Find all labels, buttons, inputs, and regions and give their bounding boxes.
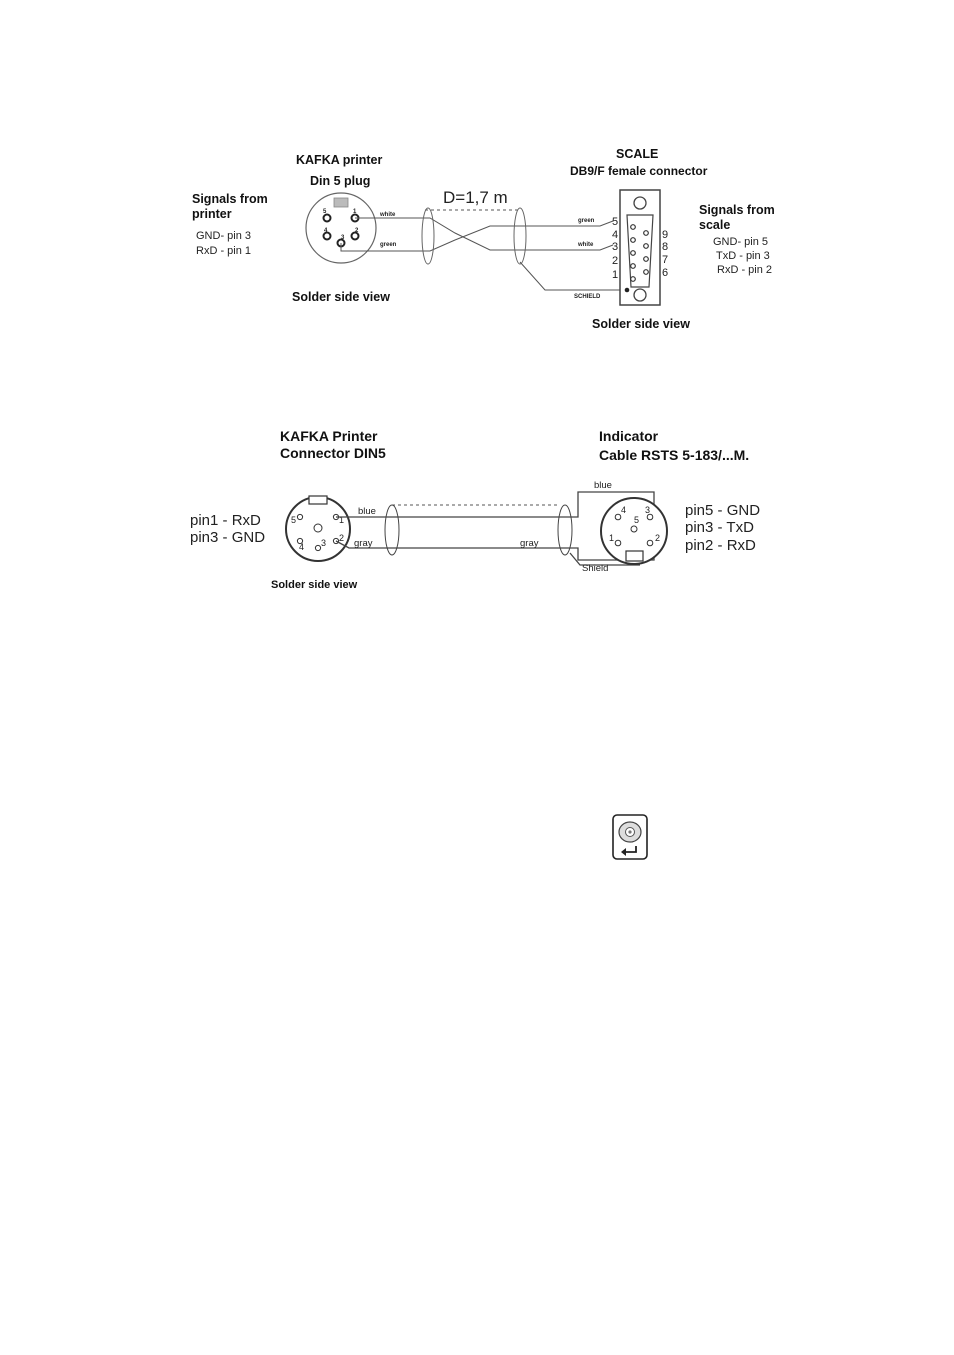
printer2-title-line2: Connector DIN5 (280, 445, 386, 461)
diagram-kafka-to-indicator: KAFKA Printer Connector DIN5 Indicator C… (190, 428, 760, 591)
wire-green (340, 220, 614, 252)
wire-label-white-left: white (379, 212, 396, 218)
db9-pin-label: 4 (612, 229, 618, 241)
printer-title: KAFKA printer (296, 153, 382, 167)
scale-title: SCALE (616, 147, 658, 161)
db9-pin-label: 1 (612, 269, 618, 281)
din5-left-connector: 5 1 4 3 2 (285, 495, 351, 562)
diagram-kafka-to-scale: KAFKA printer Din 5 plug Signals from pr… (192, 147, 775, 331)
din-left-pin-label: 2 (339, 533, 344, 543)
db9-female-connector: 5 4 3 2 1 9 8 7 6 (612, 189, 668, 306)
indicator-title-line2: Cable RSTS 5-183/...M. (599, 447, 749, 463)
printer-signal-gnd: GND- pin 3 (196, 230, 251, 242)
din-left-pin-label: 3 (321, 538, 326, 548)
din5-plug-connector: 5 1 4 2 3 (305, 192, 377, 264)
indicator-pin5: pin5 - GND (685, 502, 760, 519)
din-pin-label: 3 (341, 235, 345, 241)
scale-subtitle: DB9/F female connector (570, 164, 708, 178)
scale-signal-txd: TxD - pin 3 (716, 250, 770, 262)
wire-label-green-right: green (578, 218, 595, 224)
wire-gray (335, 540, 655, 561)
wire-label-blue-right: blue (594, 480, 612, 491)
db9-pin-label: 3 (612, 241, 618, 253)
din-left-pin-label: 5 (291, 515, 296, 525)
scale-solder-view: Solder side view (592, 317, 690, 331)
din-pin-label: 2 (355, 228, 359, 234)
print-enter-key-icon (612, 814, 648, 860)
din-pin-label: 5 (323, 209, 327, 215)
wire-label-shield: Shield (582, 563, 608, 574)
db9-pin-label: 8 (662, 241, 668, 253)
printer2-pin1: pin1 - RxD (190, 512, 261, 529)
db9-pin-label: 6 (662, 267, 668, 279)
indicator-pin2: pin2 - RxD (685, 537, 756, 554)
db9-pin-label: 2 (612, 255, 618, 267)
printer-subtitle: Din 5 plug (310, 174, 370, 188)
signals-from-scale-line1: Signals from (699, 203, 775, 217)
cable-ring-right (557, 504, 573, 556)
cable-ring-right (513, 207, 527, 265)
wire-label-blue-left: blue (358, 506, 376, 517)
wire-blue (336, 491, 655, 518)
indicator-title-line1: Indicator (599, 428, 659, 444)
wire-label-shield: SCHIELD (574, 294, 601, 300)
printer2-title-line1: KAFKA Printer (280, 428, 378, 444)
din-pin-label: 4 (324, 228, 328, 234)
din5-right-connector: 4 3 5 1 2 (600, 497, 668, 565)
cable-ring-left (384, 504, 400, 556)
printer2-pin3: pin3 - GND (190, 529, 265, 546)
wire-label-white-right: white (577, 242, 594, 248)
wire-shield (519, 261, 626, 291)
cable-length: D=1,7 m (443, 188, 508, 207)
wire-shield (569, 552, 640, 566)
wire-label-gray-right: gray (520, 538, 539, 549)
cable-ring-left (421, 207, 435, 265)
db9-pin-label: 5 (612, 216, 618, 228)
din-right-pin-label: 2 (655, 533, 660, 543)
scale-signal-rxd: RxD - pin 2 (717, 264, 772, 276)
signals-from-printer-line2: printer (192, 207, 232, 221)
printer-signal-rxd: RxD - pin 1 (196, 245, 251, 257)
din-right-pin-label: 1 (609, 533, 614, 543)
indicator-pin3: pin3 - TxD (685, 519, 754, 536)
wire-label-gray-left: gray (354, 538, 373, 549)
scale-signal-gnd: GND- pin 5 (713, 236, 768, 248)
wire-label-green-left: green (380, 242, 397, 248)
din-right-pin-label: 4 (621, 505, 626, 515)
din-right-pin-label: 3 (645, 505, 650, 515)
wire-white (355, 217, 614, 251)
din-left-pin-label: 4 (299, 542, 304, 552)
din-left-pin-label: 1 (339, 515, 344, 525)
printer2-solder-view: Solder side view (271, 579, 358, 591)
db9-pin-label: 7 (662, 254, 668, 266)
db9-pin-label: 9 (662, 229, 668, 241)
signals-from-scale-line2: scale (699, 218, 730, 232)
printer-solder-view: Solder side view (292, 290, 390, 304)
signals-from-printer-line1: Signals from (192, 192, 268, 206)
din-right-pin-label: 5 (634, 515, 639, 525)
din-pin-label: 1 (353, 209, 357, 215)
